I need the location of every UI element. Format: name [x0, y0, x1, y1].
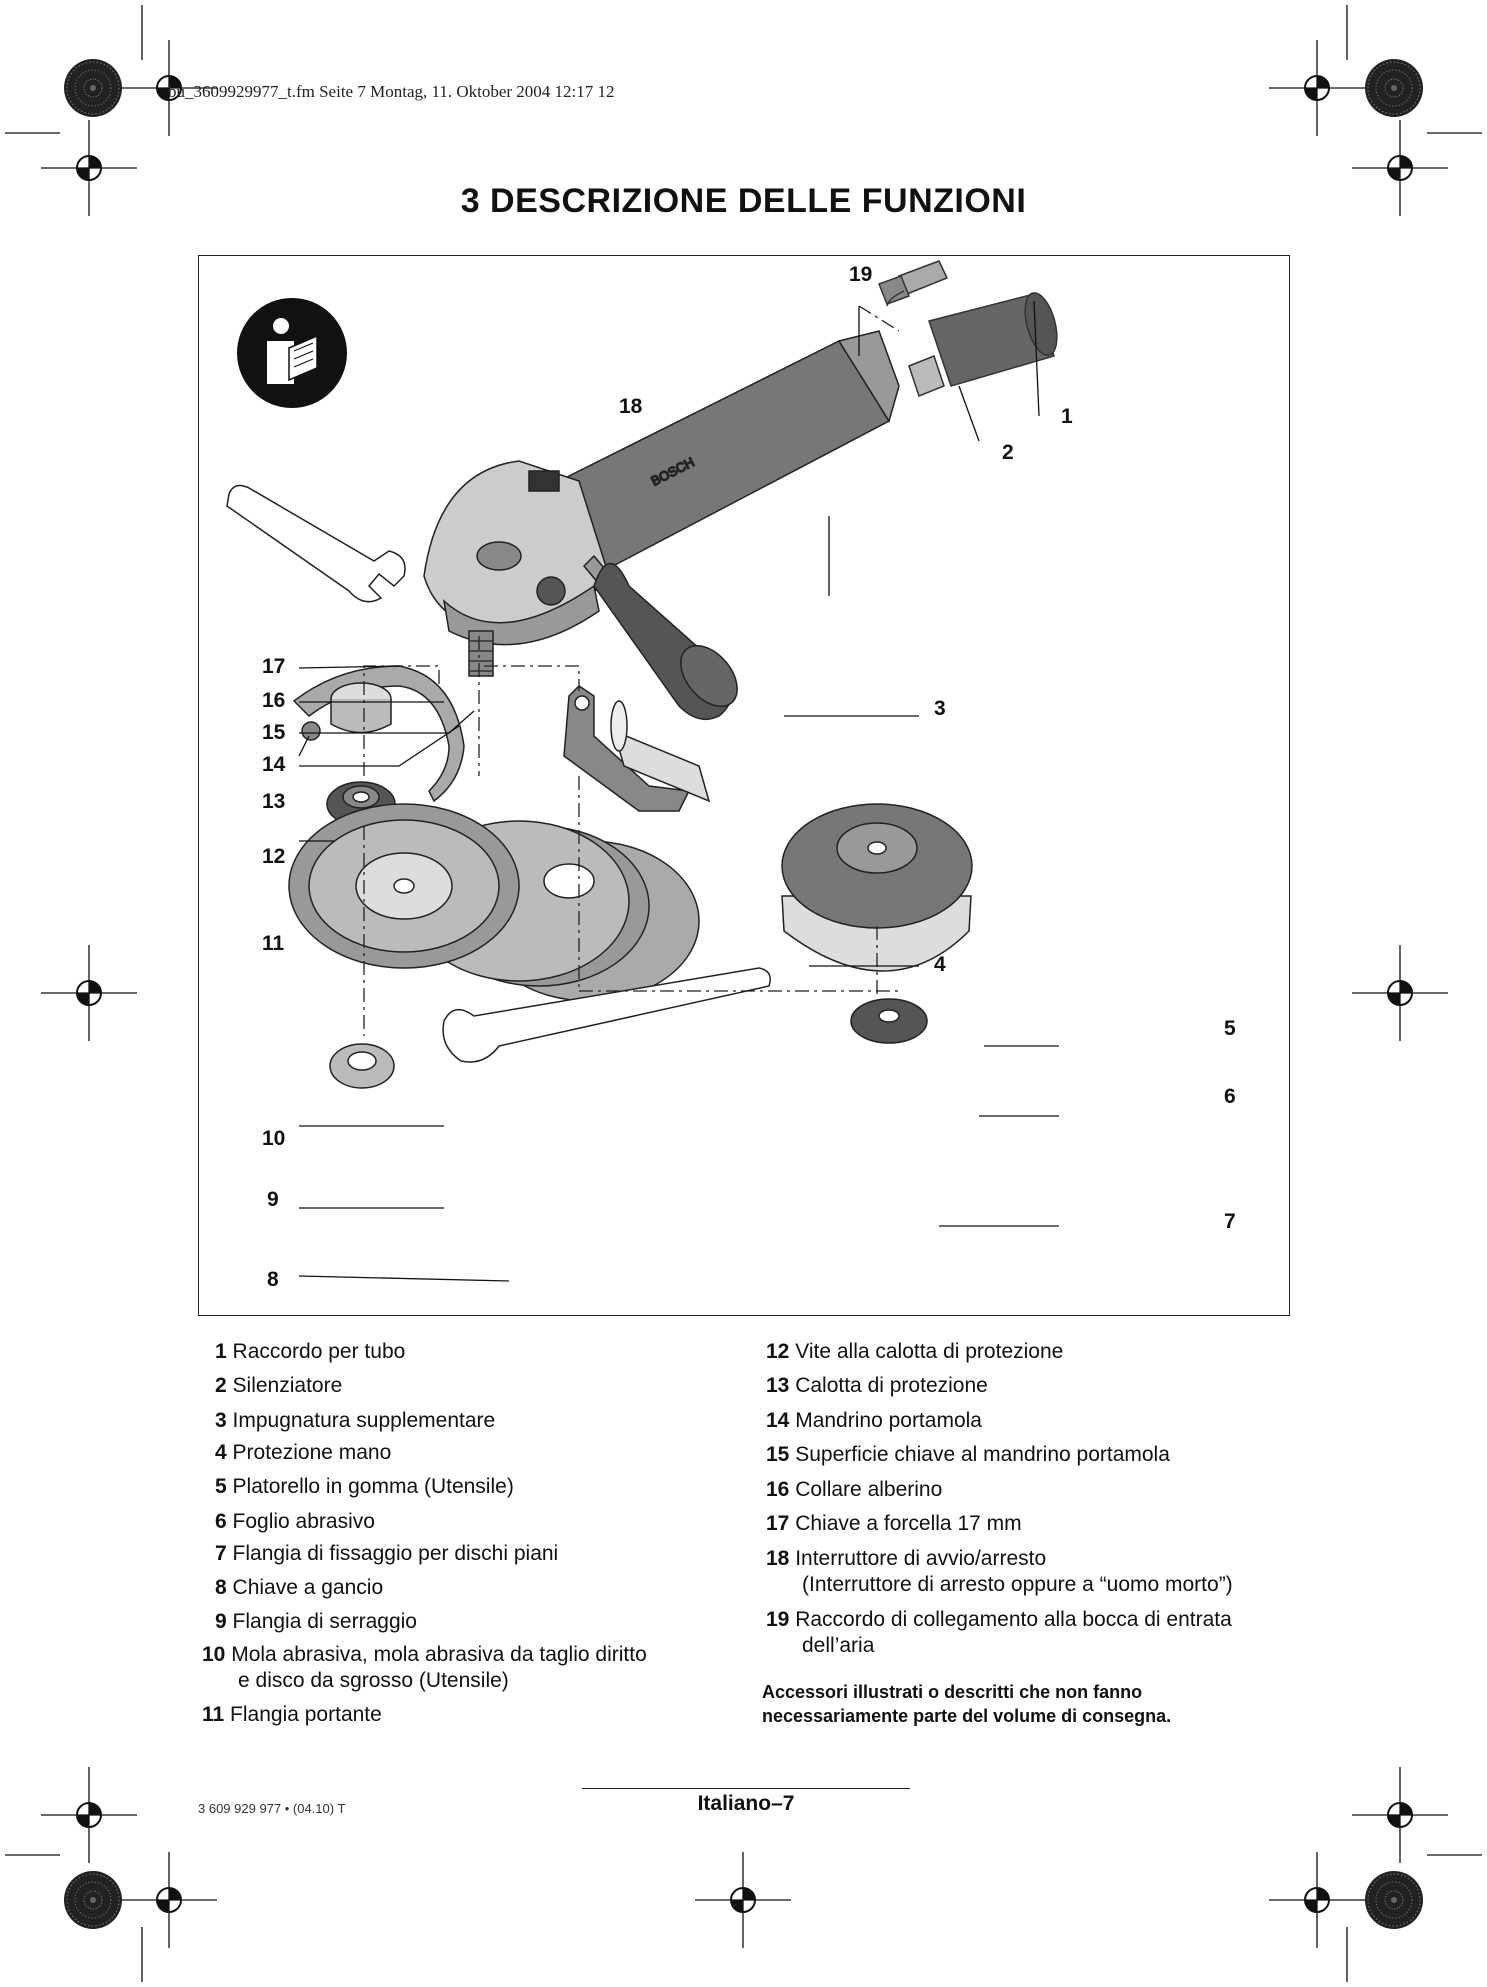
callout-16: 16	[262, 689, 286, 712]
callout-14: 14	[262, 753, 286, 776]
callout-1: 1	[1061, 405, 1073, 428]
read-manual-icon	[237, 298, 347, 408]
angle-grinder-illustration: BOSCH	[226, 260, 1059, 1282]
callout-3: 3	[934, 697, 946, 720]
callout-6: 6	[1224, 1085, 1236, 1108]
accessories-note: Accessori illustrati o descritti che non…	[762, 1682, 1172, 1727]
exploded-view-figure: BOSCH	[198, 255, 1290, 1316]
callout-2: 2	[1002, 441, 1014, 464]
page-title: 3 DESCRIZIONE DELLE FUNZIONI	[460, 182, 1027, 220]
callout-8: 8	[267, 1268, 279, 1291]
callout-13: 13	[262, 790, 286, 813]
callout-17: 17	[262, 655, 286, 678]
callout-18: 18	[619, 395, 643, 418]
callout-4: 4	[934, 953, 946, 976]
footer-page-label: Italiano–7	[697, 1792, 795, 1815]
callout-7: 7	[1224, 1210, 1236, 1233]
footer-rule	[582, 1788, 910, 1789]
callout-15: 15	[262, 721, 286, 744]
callout-19: 19	[849, 263, 873, 286]
callout-11: 11	[262, 932, 285, 955]
callout-10: 10	[262, 1127, 286, 1150]
callout-5: 5	[1224, 1017, 1236, 1040]
header-file-info: bu_3609929977_t.fm Seite 7 Montag, 11. O…	[168, 82, 615, 101]
footer-doc-code: 3 609 929 977 • (04.10) T	[198, 1801, 346, 1816]
callout-9: 9	[267, 1188, 279, 1211]
callout-12: 12	[262, 845, 286, 868]
